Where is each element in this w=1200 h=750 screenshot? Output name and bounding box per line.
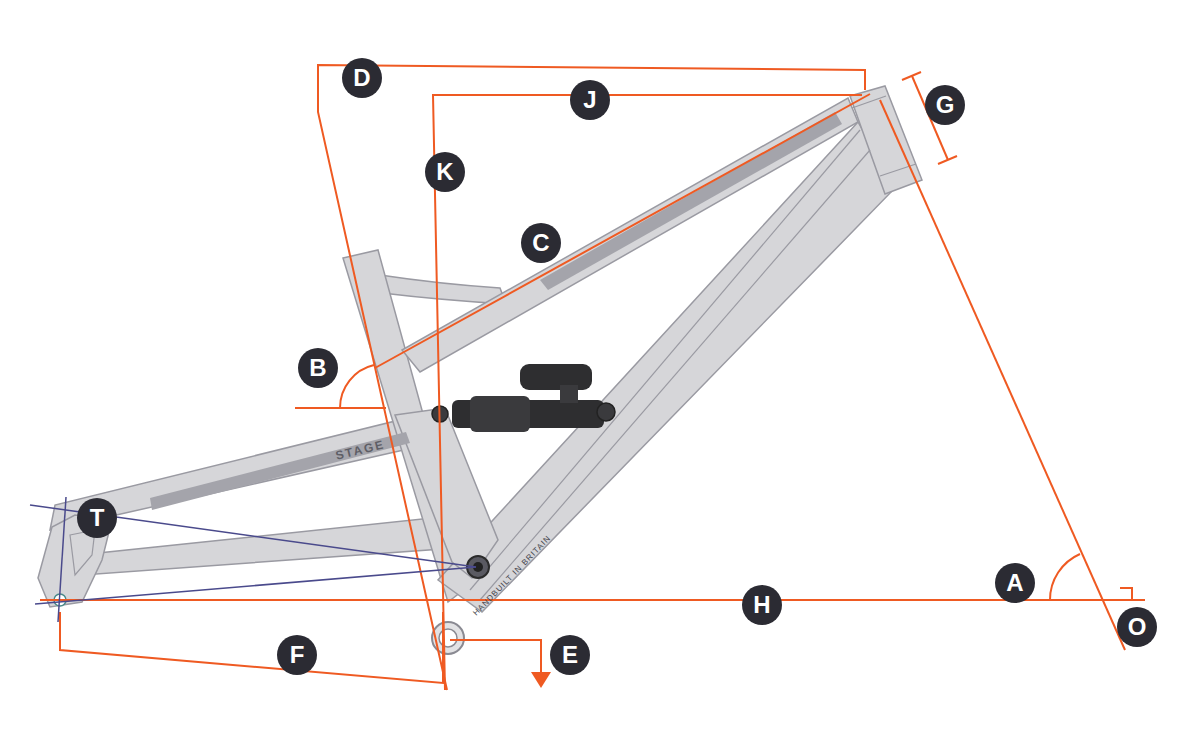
callout-letter: D — [353, 66, 370, 90]
callout-letter: H — [753, 593, 770, 617]
callout-letter: F — [290, 643, 305, 667]
callout-letter: A — [1006, 571, 1023, 595]
callout-number: H — [742, 585, 782, 625]
callout-number: E — [550, 635, 590, 675]
callout-number: F — [277, 635, 317, 675]
callout-letter: O — [1128, 615, 1147, 639]
callout-number: J — [570, 80, 610, 120]
model-name: STAGE — [334, 437, 386, 462]
callout-number: D — [342, 58, 382, 98]
frame-marking: HANDBUILT IN BRITAIN — [471, 533, 553, 617]
callout-letter: K — [436, 160, 453, 184]
callout-letter: T — [90, 506, 105, 530]
callout-number: O — [1117, 607, 1157, 647]
callout-letter: G — [936, 93, 955, 117]
callout-number: A — [995, 563, 1035, 603]
callout-number: B — [298, 348, 338, 388]
callout-letter: E — [562, 643, 578, 667]
callout-letter: J — [583, 88, 596, 112]
callout-letter: B — [309, 356, 326, 380]
callout-letter: C — [532, 231, 549, 255]
callout-number: T — [77, 498, 117, 538]
callout-number: C — [521, 223, 561, 263]
callout-number: G — [925, 85, 965, 125]
callout-number: K — [425, 152, 465, 192]
